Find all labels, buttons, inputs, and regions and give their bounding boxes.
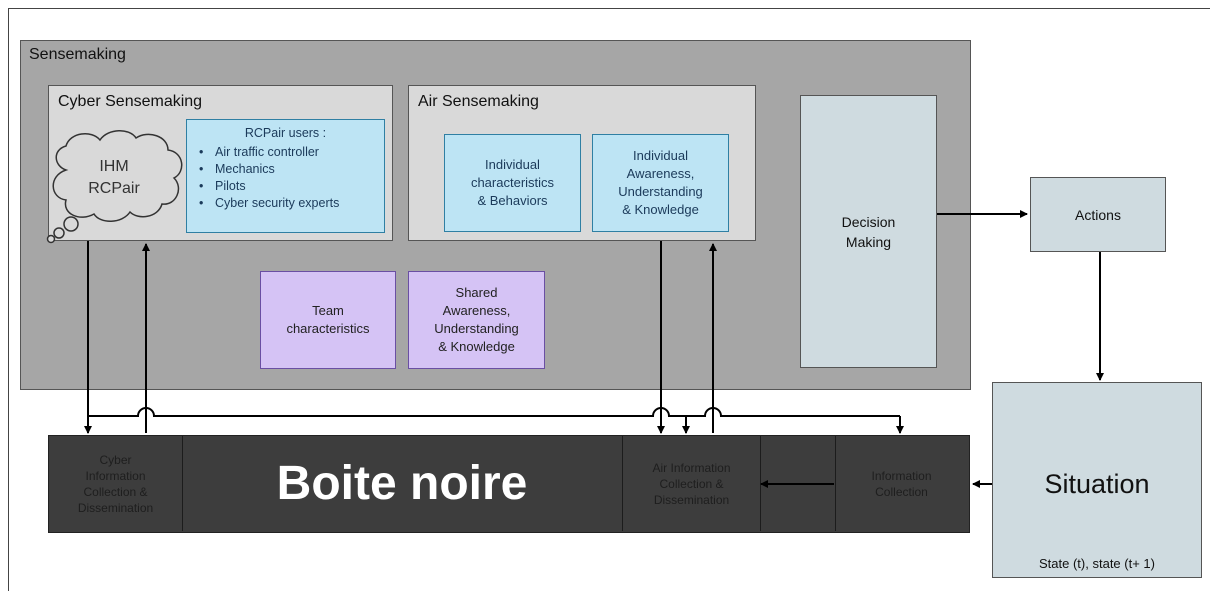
box-line: Making <box>845 233 892 250</box>
users-list-item-label: Air traffic controller <box>215 145 319 159</box>
cloud-line-ihm: IHM <box>99 158 129 175</box>
bullet-icon: • <box>199 196 204 210</box>
box-line: Shared <box>455 285 498 300</box>
box-line: characteristics <box>470 175 555 190</box>
users-list-item: • Air traffic controller <box>199 144 339 161</box>
box-line: Understanding <box>618 184 703 199</box>
black-box-bar: Cyber Information Collection & Dissemina… <box>48 435 970 533</box>
bullet-icon: • <box>199 145 204 159</box>
individual-awareness-box: Individual Awareness, Understanding & Kn… <box>592 134 729 232</box>
cyber-info-collection-cell: Cyber Information Collection & Dissemina… <box>49 436 183 531</box>
rcpair-users-list: • Air traffic controller • Mechanics • Pilo… <box>199 144 339 212</box>
box-line: & Behaviors <box>477 193 548 208</box>
box-line: characteristics <box>286 321 370 336</box>
shared-awareness-box: Shared Awareness, Understanding & Knowle… <box>408 271 545 369</box>
box-line: Team <box>312 303 344 318</box>
cell-line: Collection & <box>83 484 148 499</box>
actions-box: Actions <box>1030 177 1166 252</box>
cell-line: Dissemination <box>77 500 154 515</box>
cell-line: Collection <box>875 484 928 499</box>
air-sensemaking-label: Air Sensemaking <box>418 93 539 110</box>
box-line: Decision <box>841 213 896 230</box>
empty-cell <box>759 436 836 531</box>
rcpair-users-box: RCPair users : • Air traffic controller •… <box>186 119 385 233</box>
users-list-item-label: Pilots <box>215 179 246 193</box>
cell-line: Air Information <box>652 460 731 475</box>
cell-line: Cyber <box>99 452 132 467</box>
users-list-item: • Cyber security experts <box>199 195 339 212</box>
cell-line: Information <box>85 468 146 483</box>
box-line: & Knowledge <box>438 339 515 354</box>
frame-left-border <box>8 8 9 591</box>
bullet-icon: • <box>199 179 204 193</box>
box-line: Individual <box>485 157 540 172</box>
situation-title: Situation <box>1044 469 1150 499</box>
users-list-item-label: Mechanics <box>215 162 275 176</box>
box-line: Understanding <box>434 321 519 336</box>
thought-cloud-icon <box>46 130 183 244</box>
users-list-item: • Mechanics <box>199 161 339 178</box>
ihm-rcpair-cloud: IHM RCPair <box>44 128 194 246</box>
cell-line: Information <box>871 468 932 483</box>
users-list-item-label: Cyber security experts <box>215 196 340 210</box>
box-line: Awareness, <box>442 303 511 318</box>
rcpair-users-title: RCPair users : <box>244 126 327 140</box>
cell-line: Collection & <box>659 476 724 491</box>
cloud-line-rcpair: RCPair <box>88 180 140 197</box>
information-collection-cell: Information Collection <box>835 436 968 531</box>
team-characteristics-box: Team characteristics <box>260 271 396 369</box>
boite-noire-title: Boite noire <box>276 457 528 510</box>
bullet-icon: • <box>199 162 204 176</box>
cyber-sensemaking-label: Cyber Sensemaking <box>58 93 203 110</box>
actions-label: Actions <box>1075 206 1121 223</box>
decision-making-box: Decision Making <box>800 95 937 368</box>
box-line: Awareness, <box>626 166 695 181</box>
users-list-item: • Pilots <box>199 178 339 195</box>
situation-box: Situation State (t), state (t+ 1) <box>992 382 1202 578</box>
box-line: & Knowledge <box>622 202 699 217</box>
situation-state: State (t), state (t+ 1) <box>1039 556 1155 571</box>
box-line: Individual <box>633 148 688 163</box>
cell-line: Dissemination <box>653 492 730 507</box>
individual-characteristics-box: Individual characteristics & Behaviors <box>444 134 581 232</box>
sensemaking-label: Sensemaking <box>29 46 126 63</box>
air-info-collection-cell: Air Information Collection & Disseminati… <box>622 436 761 531</box>
frame-top-border <box>8 8 1210 9</box>
